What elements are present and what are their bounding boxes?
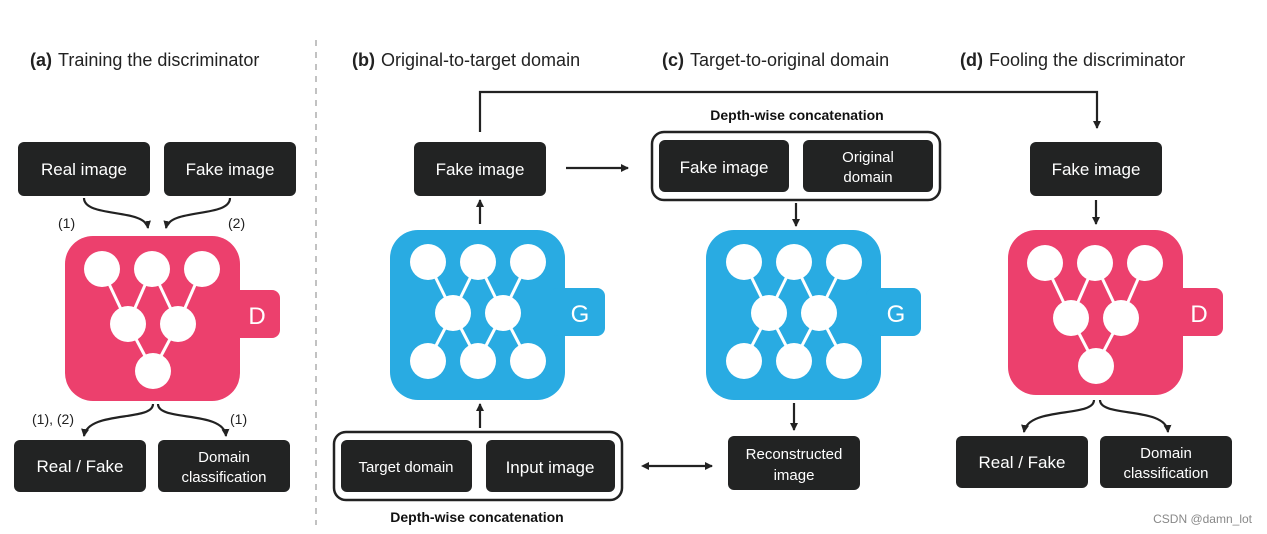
node (1077, 245, 1113, 281)
fake-image-label: Fake image (186, 160, 275, 179)
discriminator-letter: D (1190, 301, 1207, 328)
arrow-fake-to-discriminator (478, 90, 1101, 132)
node (510, 343, 546, 379)
domain-classification-line1: Domain (1140, 445, 1192, 462)
panel-c-title: (c)Target-to-original domain (662, 50, 889, 70)
discriminator-tab (1168, 288, 1223, 336)
reconstructed-image-box (728, 436, 860, 490)
node (460, 343, 496, 379)
panel-c: Depth-wise concatenation Fake image Orig… (650, 107, 942, 490)
node (726, 244, 762, 280)
arrow-real-to-d (82, 197, 151, 229)
target-domain-label: Target domain (358, 459, 453, 476)
fake-image-box (659, 140, 789, 192)
discriminator-letter: D (248, 303, 265, 330)
node (801, 295, 837, 331)
real-fake-label: Real / Fake (979, 453, 1066, 472)
real-fake-label: Real / Fake (37, 457, 124, 476)
arrow-d-to-domain (1098, 399, 1172, 433)
domain-classification-box (1100, 436, 1232, 488)
discriminator-tab (225, 290, 280, 338)
arrow-d-to-realfake (1021, 399, 1096, 433)
label-step-1b: (1) (230, 411, 247, 427)
node (510, 244, 546, 280)
domain-classification-line2: classification (1123, 465, 1208, 482)
node (410, 343, 446, 379)
reconstructed-line1: Reconstructed (746, 446, 843, 463)
node (135, 353, 171, 389)
node (1127, 245, 1163, 281)
fake-image-box (164, 142, 296, 196)
real-fake-box (14, 440, 146, 492)
node (184, 251, 220, 287)
original-domain-box (803, 140, 933, 192)
original-domain-line1: Original (842, 149, 894, 166)
real-image-label: Real image (41, 160, 127, 179)
generator-tab (550, 288, 605, 336)
concat-label-b: Depth-wise concatenation (390, 509, 563, 525)
node (110, 306, 146, 342)
real-fake-box (956, 436, 1088, 488)
node (776, 343, 812, 379)
node (726, 343, 762, 379)
concat-label-c: Depth-wise concatenation (710, 107, 883, 123)
node (1078, 348, 1114, 384)
fake-image-label: Fake image (680, 158, 769, 177)
fake-image-label: Fake image (436, 160, 525, 179)
label-step-1: (1) (58, 215, 75, 231)
panel-d-title: (d)Fooling the discriminator (960, 50, 1185, 70)
fake-image-label: Fake image (1052, 160, 1141, 179)
node (776, 244, 812, 280)
generator-tab (866, 288, 921, 336)
concat-frame (650, 130, 942, 202)
arrow-d-to-domain (156, 403, 230, 437)
panel-d: Fake image D Real / Fake Domain classifi… (956, 142, 1232, 488)
node (1103, 300, 1139, 336)
node (435, 295, 471, 331)
domain-classification-box (158, 440, 290, 492)
label-step-2: (2) (228, 215, 245, 231)
label-step-12: (1), (2) (32, 411, 74, 427)
node (485, 295, 521, 331)
node (134, 251, 170, 287)
fake-image-box (414, 142, 546, 196)
node (751, 295, 787, 331)
generator-letter: G (571, 301, 590, 328)
panel-a: Real image Fake image (1) (2) D (1), (2)… (14, 142, 296, 492)
reconstructed-line2: image (774, 467, 815, 484)
real-image-box (18, 142, 150, 196)
original-domain-line2: domain (843, 169, 892, 186)
node (1027, 245, 1063, 281)
panel-b: Fake image G Target domain Input image (332, 142, 624, 525)
domain-classification-line1: Domain (198, 449, 250, 466)
node (1053, 300, 1089, 336)
node (84, 251, 120, 287)
fake-image-box (1030, 142, 1162, 196)
input-image-box (486, 440, 615, 492)
domain-classification-line2: classification (181, 469, 266, 486)
node (410, 244, 446, 280)
node (826, 343, 862, 379)
node (160, 306, 196, 342)
generator-letter: G (887, 301, 906, 328)
arrow-d-to-realfake (81, 403, 155, 437)
target-domain-box (341, 440, 472, 492)
watermark: CSDN @damn_lot (1153, 512, 1253, 526)
concat-frame (332, 430, 624, 502)
arrow-fake-to-d (163, 197, 232, 229)
node (460, 244, 496, 280)
node (826, 244, 862, 280)
input-image-label: Input image (506, 458, 595, 477)
panel-b-title: (b)Original-to-target domain (352, 50, 580, 70)
panel-a-title: (a)Training the discriminator (30, 50, 259, 70)
